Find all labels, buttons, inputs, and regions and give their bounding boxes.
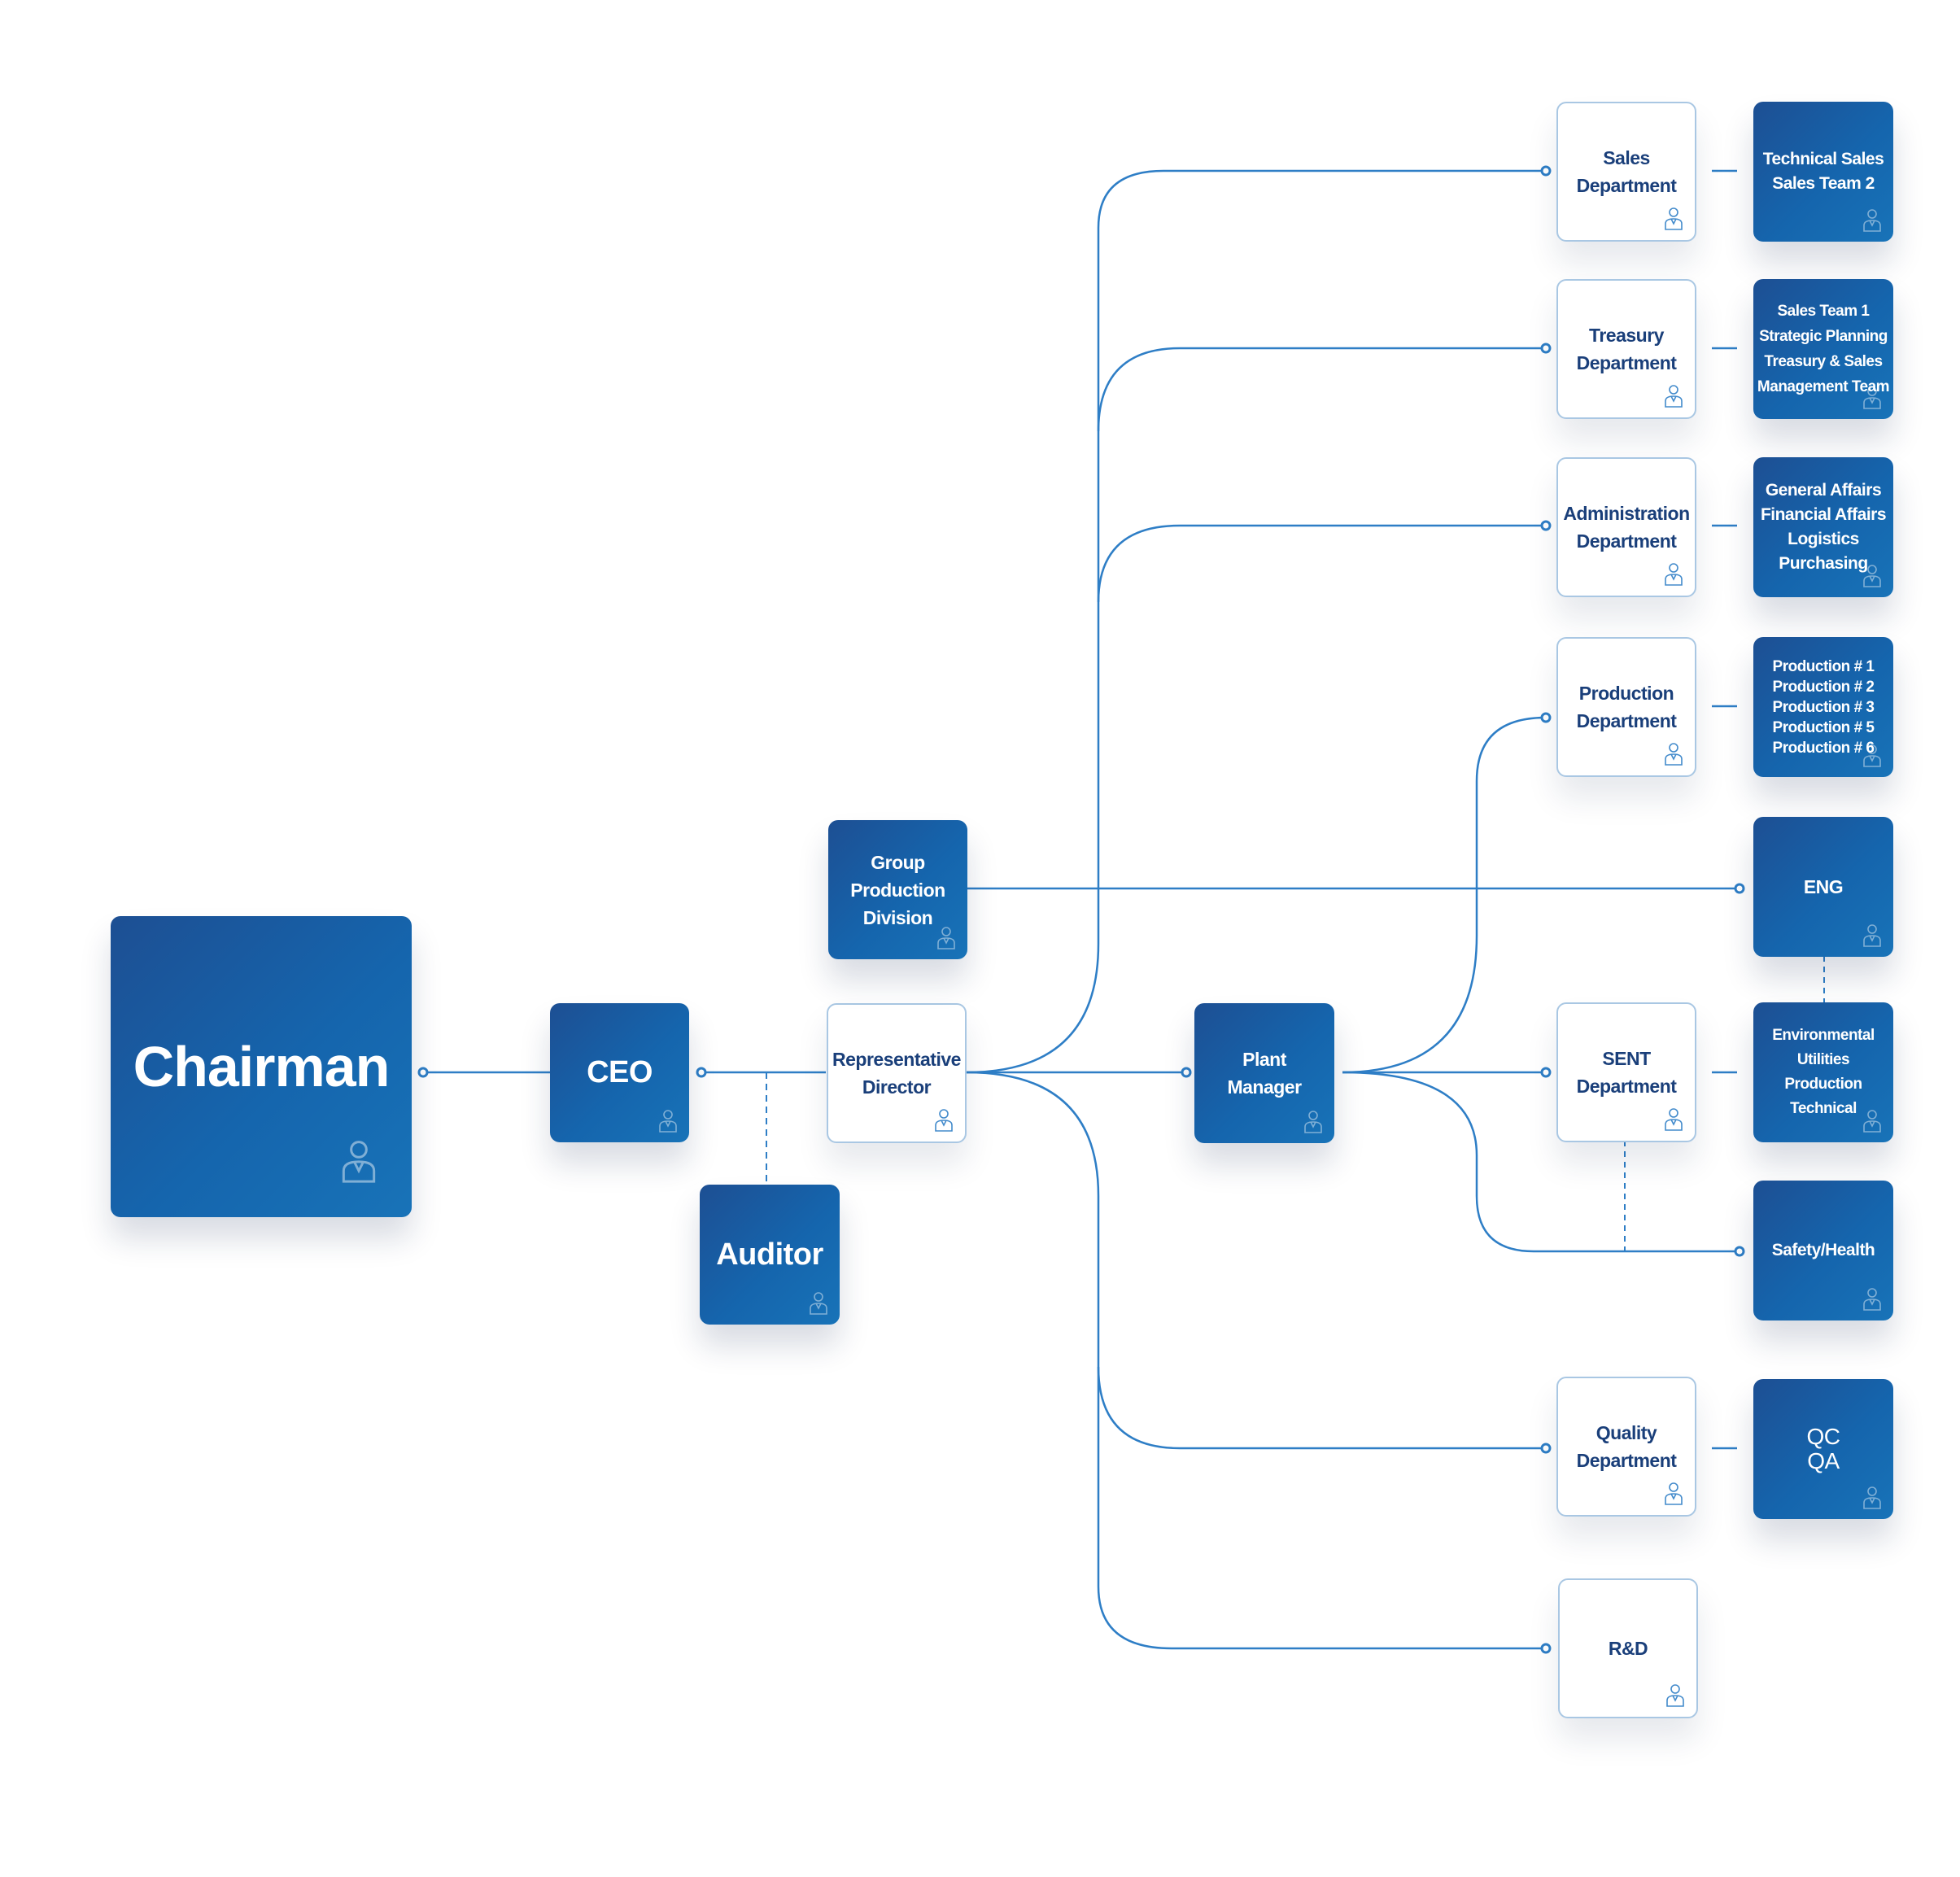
connector-treasury (1097, 347, 1546, 432)
connector-quality (1097, 1366, 1546, 1450)
administration-teams-label: General Affairs Financial Affairs Logist… (1760, 481, 1887, 573)
qc-qa-label: QC QA (1806, 1424, 1841, 1473)
connector-trunk-up (966, 169, 1546, 1074)
connector-admin (1097, 524, 1546, 603)
administration-teams-box: General Affairs Financial Affairs Logist… (1753, 457, 1893, 597)
production-department-label: Production Department (1576, 683, 1677, 731)
person-icon (810, 1292, 827, 1315)
treasury-teams-label: Sales Team 1 Strategic Planning Treasury… (1757, 303, 1890, 395)
person-icon (1304, 1111, 1322, 1133)
plant-manager-box: Plant Manager (1194, 1003, 1334, 1143)
representative-director-box: Representative Director (827, 1003, 967, 1143)
sales-department-box: Sales Department (1556, 102, 1696, 242)
person-icon (935, 1109, 953, 1132)
chairman-label: Chairman (133, 1035, 391, 1098)
chairman-box: Chairman (111, 916, 412, 1217)
person-icon (1863, 209, 1881, 232)
rnd-box: R&D (1558, 1578, 1698, 1718)
person-icon (1863, 565, 1881, 587)
person-icon (1863, 1288, 1881, 1311)
connector-trunk-down (966, 1071, 1546, 1650)
production-lines-label: Production # 1 Production # 2 Production… (1772, 657, 1875, 757)
treasury-teams-box: Sales Team 1 Strategic Planning Treasury… (1753, 279, 1893, 419)
person-icon (1665, 385, 1683, 408)
person-icon (1665, 1482, 1683, 1505)
auditor-box: Auditor (700, 1185, 840, 1325)
sent-department-box: SENT Department (1556, 1002, 1696, 1142)
sent-department-label: SENT Department (1576, 1048, 1677, 1097)
safety-health-label: Safety/Health (1771, 1241, 1875, 1259)
connector-plant-production (1342, 716, 1547, 1074)
person-icon (1863, 744, 1881, 767)
ceo-box: CEO (550, 1003, 689, 1142)
person-icon (1665, 1108, 1683, 1131)
person-icon (1665, 207, 1683, 230)
person-icon (1665, 743, 1683, 766)
administration-department-label: Administration Department (1563, 503, 1690, 552)
person-icon (1863, 924, 1881, 947)
quality-department-box: Quality Department (1556, 1377, 1696, 1517)
connector-plant-safety (1342, 1071, 1740, 1253)
person-icon (1666, 1684, 1684, 1707)
sent-teams-label: Environmental Utilities Production Techn… (1772, 1027, 1875, 1117)
person-icon (1665, 563, 1683, 586)
production-department-box: Production Department (1556, 637, 1696, 777)
sent-teams-box: Environmental Utilities Production Techn… (1753, 1002, 1893, 1142)
rnd-label: R&D (1608, 1638, 1648, 1659)
person-icon (937, 927, 955, 949)
administration-department-box: Administration Department (1556, 457, 1696, 597)
sales-teams-box: Technical Sales Sales Team 2 (1753, 102, 1893, 242)
group-production-division-box: Group Production Division (828, 820, 967, 959)
plant-manager-label: Plant Manager (1227, 1049, 1302, 1098)
treasury-department-box: Treasury Department (1556, 279, 1696, 419)
safety-health-box: Safety/Health (1753, 1181, 1893, 1320)
qc-qa-box: QC QA (1753, 1379, 1893, 1519)
sales-teams-label: Technical Sales Sales Team 2 (1762, 150, 1884, 193)
auditor-label: Auditor (716, 1237, 823, 1272)
eng-label: ENG (1803, 876, 1844, 897)
quality-department-label: Quality Department (1576, 1422, 1677, 1471)
person-icon (1863, 1486, 1881, 1509)
person-icon (1863, 386, 1881, 409)
group-production-division-label: Group Production Division (850, 851, 945, 928)
person-icon (659, 1110, 677, 1133)
production-lines-box: Production # 1 Production # 2 Production… (1753, 637, 1893, 777)
person-icon (342, 1141, 376, 1183)
person-icon (1863, 1110, 1881, 1133)
representative-director-label: Representative Director (832, 1049, 961, 1098)
treasury-department-label: Treasury Department (1576, 325, 1677, 373)
eng-box: ENG (1753, 817, 1893, 957)
sales-department-label: Sales Department (1576, 147, 1677, 196)
ceo-label: CEO (587, 1055, 653, 1089)
